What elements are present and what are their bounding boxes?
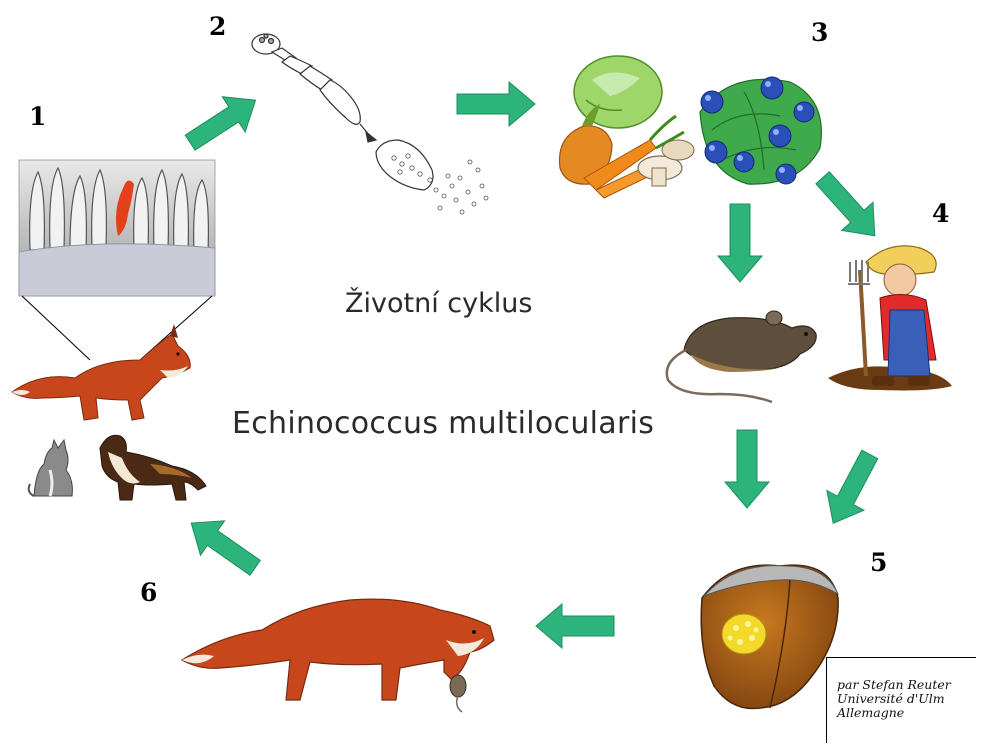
intestine-inset (19, 160, 215, 360)
diagram-title-line-1: Životní cyklus (345, 290, 532, 317)
arrow-3-to-4 (807, 164, 890, 250)
arrow-mouse-to-liver (725, 430, 769, 508)
arrow-4-to-5 (815, 445, 889, 534)
arrow-food-to-mouse (718, 204, 762, 282)
credit-box: par Stefan Reuter Université d'Ulm Allem… (826, 657, 976, 743)
vegetables (560, 56, 695, 198)
arrow-1-to-2 (179, 83, 267, 161)
fox-eating-mouse (182, 599, 494, 712)
farmer-human-host (828, 246, 952, 391)
step-number-6: 6 (140, 580, 157, 605)
mouse-intermediate-host (667, 311, 816, 402)
liver-with-cysts (701, 565, 838, 708)
dog-host (100, 435, 206, 500)
step-number-4: 4 (932, 201, 949, 226)
credit-country: Allemagne (837, 706, 976, 720)
tapeworm (252, 34, 433, 190)
credit-author: par Stefan Reuter (837, 678, 976, 692)
cat-host (29, 440, 73, 496)
fox-definitive-host (12, 324, 190, 420)
step-number-3: 3 (811, 20, 828, 45)
step-number-2: 2 (209, 14, 226, 39)
step-number-5: 5 (870, 550, 887, 575)
credit-institution: Université d'Ulm (837, 692, 976, 706)
blueberries (700, 77, 821, 184)
arrow-2-to-3 (457, 82, 535, 126)
step-number-1: 1 (29, 104, 46, 129)
arrow-5-to-6 (536, 604, 614, 648)
diagram-title-line-2: Echinococcus multilocularis (232, 409, 654, 439)
arrow-6-to-1 (179, 506, 267, 585)
